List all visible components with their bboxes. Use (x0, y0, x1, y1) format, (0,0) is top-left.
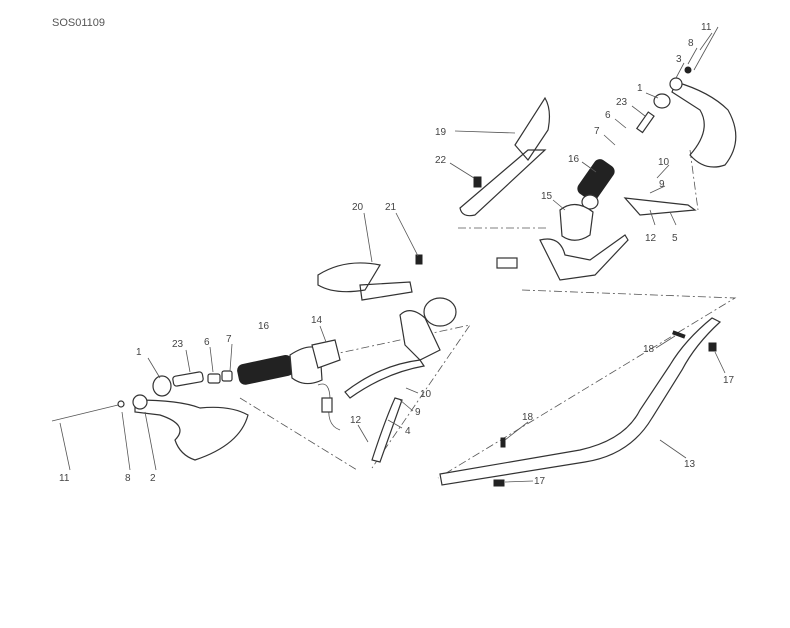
clutch-master (399, 310, 441, 361)
callout-6-left: 6 (204, 337, 210, 348)
callout-7: 7 (594, 126, 600, 137)
callout-8: 8 (688, 38, 694, 49)
callout-9-left: 9 (415, 407, 421, 418)
switch-left (311, 339, 341, 369)
callout-16-left: 16 (258, 321, 270, 332)
callout-21: 21 (385, 202, 397, 213)
callout-7-left: 7 (226, 334, 232, 345)
callout-11: 11 (701, 22, 712, 33)
assembly-lines (239, 149, 737, 479)
callout-4: 4 (405, 426, 411, 437)
callout-2: 2 (150, 473, 156, 484)
callout-1-left: 1 (136, 347, 142, 358)
callout-1: 1 (637, 83, 643, 94)
callout-13: 13 (684, 459, 696, 470)
callout-23: 23 (616, 97, 628, 108)
callout-20: 20 (352, 202, 364, 213)
mirror-right (459, 96, 551, 217)
switch-right (559, 203, 594, 241)
callout-8-left: 8 (125, 473, 131, 484)
callout-22: 22 (435, 155, 447, 166)
callout-18-bottom: 18 (522, 412, 534, 423)
callout-17-bottom: 17 (534, 476, 546, 487)
clutch-lever (344, 359, 426, 399)
throttle-housing (289, 346, 323, 385)
lever-guard-right (623, 197, 697, 216)
callout-19: 19 (435, 127, 447, 138)
callout-14: 14 (311, 315, 323, 326)
guard-mount-right (669, 77, 683, 91)
callout-3: 3 (676, 54, 682, 65)
callout-12: 12 (645, 233, 657, 244)
callout-10-left: 10 (420, 389, 432, 400)
handlebar (439, 317, 722, 486)
lever-guard-left (371, 397, 403, 463)
mirror-left (317, 262, 413, 301)
callout-5: 5 (672, 233, 678, 244)
callout-6: 6 (605, 110, 611, 121)
callout-18-top: 18 (643, 344, 655, 355)
callout-16: 16 (568, 154, 580, 165)
diagram-code: SOS01109 (52, 17, 106, 29)
callout-23-left: 23 (172, 339, 184, 350)
callout-9: 9 (659, 179, 665, 190)
grip-right (577, 159, 615, 201)
weight-right (653, 93, 671, 109)
callout-10: 10 (658, 157, 670, 168)
hand-guard-left (134, 399, 249, 461)
brake-master-cylinder (539, 234, 629, 281)
callout-11-left: 11 (59, 473, 70, 484)
hand-guard-right (671, 81, 737, 168)
callout-17-right: 17 (723, 375, 735, 386)
grip-left (237, 355, 294, 385)
callout-15: 15 (541, 191, 553, 202)
spacer-right (635, 111, 655, 134)
callout-12-left: 12 (350, 415, 362, 426)
